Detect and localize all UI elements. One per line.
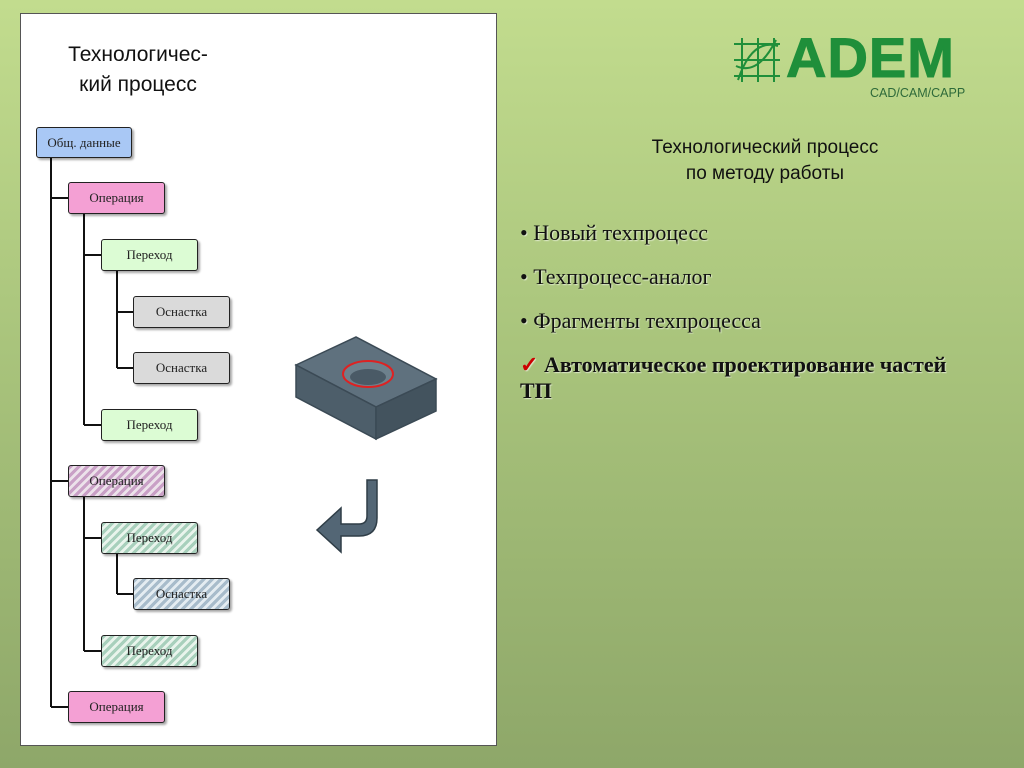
tree-node-transition-2-1[interactable]: Переход <box>101 522 198 554</box>
logo-word: ADEM <box>786 26 955 89</box>
tree-node-operation-1[interactable]: Операция <box>68 182 165 214</box>
bullet-marker: • <box>520 220 528 245</box>
bullet-text: Фрагменты техпроцесса <box>533 308 761 333</box>
adem-logo-mark-icon <box>734 38 780 82</box>
heading-line1: Технологический процесс <box>651 137 879 158</box>
bullet-item: • Фрагменты техпроцесса <box>520 308 980 334</box>
tree-node-operation-2[interactable]: Операция <box>68 465 165 497</box>
bullet-item-active: ✓ Автоматическое проектирование частей Т… <box>520 352 980 404</box>
tree-node-transition-1-2[interactable]: Переход <box>101 409 198 441</box>
tree-node-operation-3[interactable]: Операция <box>68 691 165 723</box>
tree-node-transition-2-2[interactable]: Переход <box>101 635 198 667</box>
bullet-text: Техпроцесс-аналог <box>533 264 712 289</box>
tree-node-tooling-1-1-1[interactable]: Оснастка <box>133 296 230 328</box>
tree-node-tooling-2-1-1[interactable]: Оснастка <box>133 578 230 610</box>
tree-node-tooling-1-1-2[interactable]: Оснастка <box>133 352 230 384</box>
plate-with-hole-icon <box>294 336 438 441</box>
bullet-text: Автоматическое проектирование частей ТП <box>520 352 947 403</box>
bullet-item: • Техпроцесс-аналог <box>520 264 980 290</box>
checkmark-icon: ✓ <box>520 352 539 377</box>
bullet-marker: • <box>520 308 528 333</box>
bullet-item: • Новый техпроцесс <box>520 220 980 246</box>
logo-subtitle: CAD/CAM/CAPP <box>870 86 966 100</box>
bullet-list: • Новый техпроцесс • Техпроцесс-аналог •… <box>520 220 980 422</box>
adem-logo: ADEM CAD/CAM/CAPP <box>732 27 984 104</box>
panel-title-line1: Технологичес- <box>68 43 208 66</box>
section-heading: Технологический процесс по методу работы <box>595 135 935 187</box>
bullet-marker: • <box>520 264 528 289</box>
panel-title: Технологичес- кий процесс <box>28 40 248 100</box>
bullet-text: Новый техпроцесс <box>533 220 709 245</box>
tree-node-transition-1-1[interactable]: Переход <box>101 239 198 271</box>
tree-node-general-data[interactable]: Общ. данные <box>36 127 132 158</box>
panel-title-line2: кий процесс <box>79 73 197 96</box>
curved-arrow-icon <box>315 479 378 554</box>
heading-line2: по методу работы <box>685 163 845 184</box>
